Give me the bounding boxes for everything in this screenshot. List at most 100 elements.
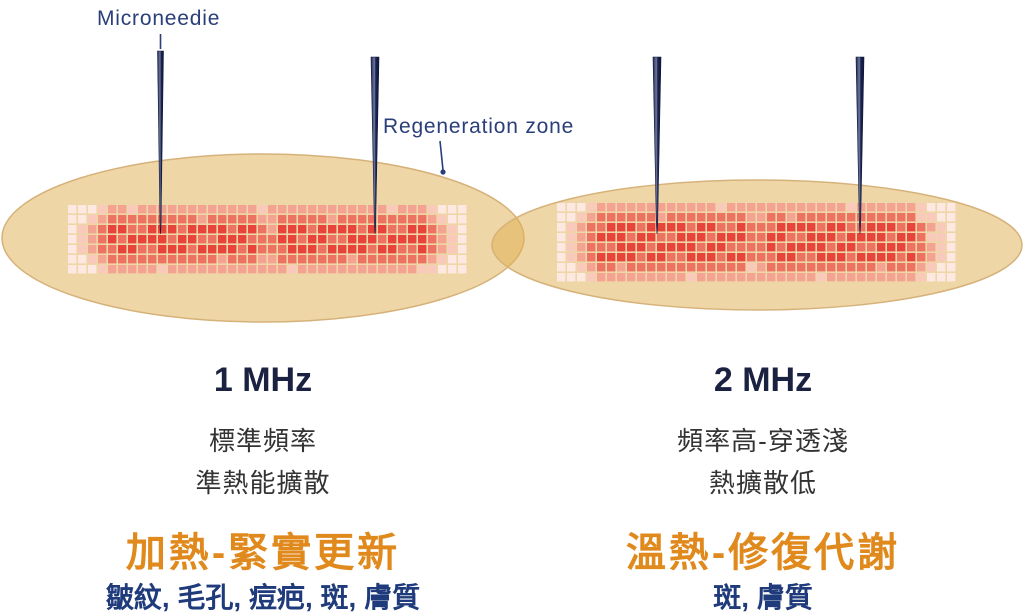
heat-cell xyxy=(398,235,407,244)
heat-cell xyxy=(657,223,666,232)
heat-cell xyxy=(717,213,726,222)
heat-cell xyxy=(917,233,926,242)
heat-cell xyxy=(318,255,327,264)
heat-cell xyxy=(927,253,936,262)
heat-cell xyxy=(787,243,796,252)
heat-cell xyxy=(418,205,427,214)
heat-cell xyxy=(687,273,696,282)
heat-cell xyxy=(637,213,646,222)
heat-cell xyxy=(857,273,866,282)
heat-cell xyxy=(218,265,227,274)
heat-cell xyxy=(418,265,427,274)
heat-cell xyxy=(917,213,926,222)
heat-cell xyxy=(617,273,626,282)
heat-cell xyxy=(827,243,836,252)
heat-cell xyxy=(877,213,886,222)
heat-cell xyxy=(398,245,407,254)
heat-cell xyxy=(148,205,157,214)
heat-cell xyxy=(567,273,576,282)
heat-cell xyxy=(787,223,796,232)
heat-cell xyxy=(108,245,117,254)
heat-cell xyxy=(208,225,217,234)
heat-cell xyxy=(877,223,886,232)
heat-cell xyxy=(448,225,457,234)
heat-cell xyxy=(807,253,816,262)
microneedle-label: Microneedie xyxy=(97,7,220,30)
heat-cell xyxy=(318,265,327,274)
heat-cell xyxy=(717,243,726,252)
heat-cell xyxy=(657,213,666,222)
heat-cell xyxy=(827,253,836,262)
heat-cell xyxy=(198,255,207,264)
heat-cell xyxy=(927,263,936,272)
heat-cell xyxy=(657,273,666,282)
heat-cell xyxy=(448,205,457,214)
heat-cell xyxy=(857,223,866,232)
heat-cell xyxy=(697,233,706,242)
heat-cell xyxy=(158,265,167,274)
heat-cell xyxy=(358,255,367,264)
heat-cell xyxy=(777,273,786,282)
heat-cell xyxy=(567,203,576,212)
heat-cell xyxy=(198,215,207,224)
heat-cell xyxy=(268,205,277,214)
heat-cell xyxy=(178,265,187,274)
heat-cell xyxy=(298,225,307,234)
heat-cell xyxy=(248,245,257,254)
heat-cell xyxy=(148,235,157,244)
heat-cell xyxy=(348,225,357,234)
heat-cell xyxy=(288,255,297,264)
heat-cell xyxy=(657,253,666,262)
heat-cell xyxy=(727,253,736,262)
heat-cell xyxy=(687,203,696,212)
heat-cell xyxy=(418,235,427,244)
heat-cell xyxy=(338,265,347,274)
heat-cell xyxy=(418,245,427,254)
heat-cell xyxy=(737,263,746,272)
heat-cell xyxy=(767,223,776,232)
heat-cell xyxy=(837,243,846,252)
heat-cell xyxy=(68,255,77,264)
heat-cell xyxy=(168,255,177,264)
heat-cell xyxy=(288,265,297,274)
heat-cell xyxy=(687,233,696,242)
heat-cell xyxy=(937,203,946,212)
microneedle xyxy=(855,56,865,235)
heat-cell xyxy=(647,263,656,272)
heat-cell xyxy=(877,273,886,282)
heat-cell xyxy=(428,205,437,214)
heat-cell xyxy=(158,215,167,224)
heat-cell xyxy=(877,253,886,262)
heat-cell xyxy=(198,245,207,254)
heat-cell xyxy=(428,245,437,254)
heat-cell xyxy=(88,255,97,264)
heat-cell xyxy=(917,223,926,232)
heat-cell xyxy=(787,213,796,222)
heat-cell xyxy=(348,205,357,214)
heat-cell xyxy=(88,215,97,224)
heat-cell xyxy=(308,245,317,254)
heat-cell xyxy=(797,213,806,222)
heat-cell xyxy=(557,213,566,222)
heat-cell xyxy=(458,225,467,234)
heat-cell xyxy=(747,263,756,272)
heat-cell xyxy=(677,263,686,272)
heat-cell xyxy=(238,255,247,264)
heat-cell xyxy=(318,225,327,234)
heat-cell xyxy=(947,273,956,282)
heat-cell xyxy=(148,245,157,254)
regeneration-zone-leader-line xyxy=(439,140,444,171)
heat-cell xyxy=(68,235,77,244)
heat-cell xyxy=(278,255,287,264)
heat-cell xyxy=(408,235,417,244)
heat-cell xyxy=(577,253,586,262)
heat-cell xyxy=(637,253,646,262)
heat-cell xyxy=(358,265,367,274)
heat-cell xyxy=(208,205,217,214)
heat-cell xyxy=(667,273,676,282)
heat-cell xyxy=(717,263,726,272)
effect-title: 溫熱-修復代謝 xyxy=(625,531,901,575)
heat-cell xyxy=(597,263,606,272)
heat-cell xyxy=(607,243,616,252)
heat-cell xyxy=(388,205,397,214)
